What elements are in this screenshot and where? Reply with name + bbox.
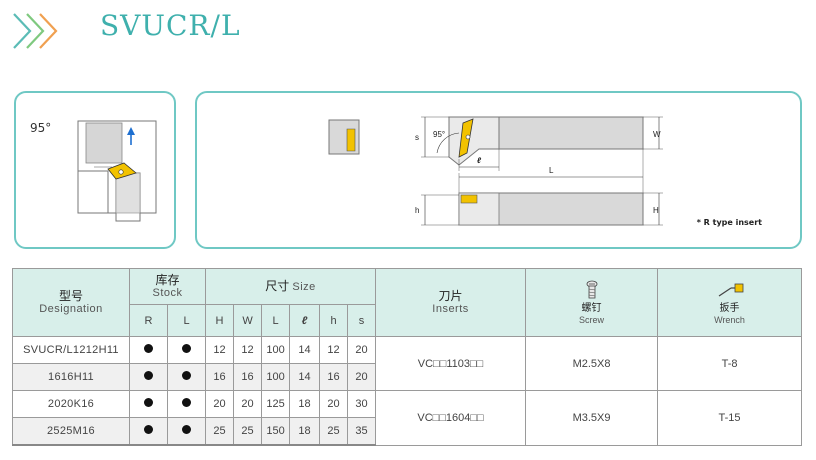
size-L-cell: 125 (261, 390, 291, 418)
stock-r-header: R (129, 304, 168, 337)
size-H-cell: 25 (205, 417, 235, 446)
stock-header-en: Stock (152, 287, 183, 299)
screw-icon (586, 280, 597, 298)
page-header: SVUCR/L (0, 0, 816, 70)
in-stock-dot (144, 425, 153, 434)
stock-r-cell (129, 417, 168, 446)
approach-angle-label: 95° (30, 121, 52, 135)
stock-r-cell (129, 390, 168, 418)
angle-diagram-panel: 95° (14, 91, 176, 249)
screw-cell: M3.5X9 (525, 390, 659, 446)
size-h-cell: 16 (319, 363, 349, 391)
size-W-cell: 12 (233, 336, 263, 364)
size-s-cell: 20 (347, 363, 377, 391)
size-header: 尺寸 Size (205, 268, 377, 305)
size-header-en: Size (292, 281, 316, 293)
inserts-header-en: Inserts (432, 303, 469, 315)
inserts-header: 刀片 Inserts (375, 268, 527, 337)
size-H-cell: 20 (205, 390, 235, 418)
size-col-l: ℓ (289, 304, 321, 337)
size-l-cell: 18 (289, 417, 321, 446)
dim-s-label: s (415, 133, 419, 142)
chevron-right-icon (13, 13, 58, 49)
stock-l-cell (166, 336, 207, 364)
size-W-cell: 20 (233, 390, 263, 418)
inserts-header-cn: 刀片 (438, 289, 463, 303)
size-l-cell: 14 (289, 363, 321, 391)
dim-angle-label: 95° (433, 130, 445, 139)
size-col-L: L (261, 304, 291, 337)
dim-L-label: L (549, 166, 554, 175)
designation-header-cn: 型号 (58, 289, 83, 303)
stock-header-cn: 库存 (155, 273, 180, 287)
dim-l-small-label: ℓ (477, 156, 482, 165)
size-h-cell: 25 (319, 417, 349, 446)
size-L-cell: 100 (261, 336, 291, 364)
size-L-cell: 100 (261, 363, 291, 391)
in-stock-dot (182, 425, 191, 434)
dimension-diagram-panel: s 95° W ℓ L h H * R type insert (195, 91, 802, 249)
insert-type-note: * R type insert (696, 218, 762, 227)
dim-w-label: W (653, 130, 661, 139)
spec-table: 型号 Designation 库存 Stock 尺寸 Size 刀片 Inser… (12, 268, 803, 446)
screw-header: 螺钉 Screw (525, 268, 659, 337)
size-header-cn: 尺寸 (265, 279, 290, 293)
stock-header: 库存 Stock (128, 268, 207, 305)
designation-header-en: Designation (39, 303, 103, 315)
stock-l-cell (166, 390, 207, 418)
in-stock-dot (144, 398, 153, 407)
table-row: 1616H11 16 16 100 14 16 20 (12, 363, 802, 391)
designation-cell: 2525M16 (12, 417, 130, 446)
wrench-cell: T-8 (657, 336, 803, 391)
wrench-header-en: Wrench (714, 314, 745, 325)
insert-cell: VC□□1604□□ (375, 390, 527, 446)
size-col-W: W (233, 304, 263, 337)
wrench-header: 扳手 Wrench (657, 268, 803, 337)
wrench-cell: T-15 (657, 390, 803, 446)
size-H-cell: 12 (205, 336, 235, 364)
size-W-cell: 16 (233, 363, 263, 391)
in-stock-dot (182, 344, 191, 353)
size-col-H: H (205, 304, 235, 337)
tool-dimension-diagram: s 95° W ℓ L h H (328, 116, 663, 226)
screw-cell: M2.5X8 (525, 336, 659, 391)
insert-cell: VC□□1103□□ (375, 336, 527, 391)
size-l-cell: 18 (289, 390, 321, 418)
designation-header: 型号 Designation (12, 268, 130, 337)
screw-header-en: Screw (579, 314, 605, 325)
table-row: 2525M16 25 25 150 18 25 35 (12, 417, 802, 446)
size-col-s: s (347, 304, 377, 337)
size-s-cell: 20 (347, 336, 377, 364)
page-title: SVUCR/L (100, 9, 241, 42)
size-h-cell: 20 (319, 390, 349, 418)
wrench-icon (718, 283, 743, 296)
wrench-header-cn: 扳手 (719, 302, 740, 314)
tool-top-view-diagram (77, 120, 157, 222)
in-stock-dot (182, 398, 191, 407)
designation-cell: 2020K16 (12, 390, 130, 418)
stock-r-cell (129, 363, 168, 391)
size-s-cell: 30 (347, 390, 377, 418)
table-row: 2020K16 20 20 125 18 20 30 VC□□1604□□ M3… (12, 390, 803, 446)
in-stock-dot (144, 344, 153, 353)
size-W-cell: 25 (233, 417, 263, 446)
stock-l-cell (166, 363, 207, 391)
size-L-cell: 150 (261, 417, 291, 446)
size-H-cell: 16 (205, 363, 235, 391)
table-row: SVUCR/L1212H11 12 12 100 14 12 20 VC□□11… (12, 336, 803, 391)
stock-l-cell (166, 417, 207, 446)
size-col-h: h (319, 304, 349, 337)
dim-h-label: h (415, 206, 419, 215)
size-l-cell: 14 (289, 336, 321, 364)
size-h-cell: 12 (319, 336, 349, 364)
screw-header-cn: 螺钉 (581, 302, 602, 314)
dim-H-label: H (653, 206, 659, 215)
in-stock-dot (144, 371, 153, 380)
designation-cell: SVUCR/L1212H11 (12, 336, 130, 364)
stock-l-header: L (166, 304, 207, 337)
designation-cell: 1616H11 (12, 363, 130, 391)
size-s-cell: 35 (347, 417, 377, 446)
stock-r-cell (129, 336, 168, 364)
in-stock-dot (182, 371, 191, 380)
